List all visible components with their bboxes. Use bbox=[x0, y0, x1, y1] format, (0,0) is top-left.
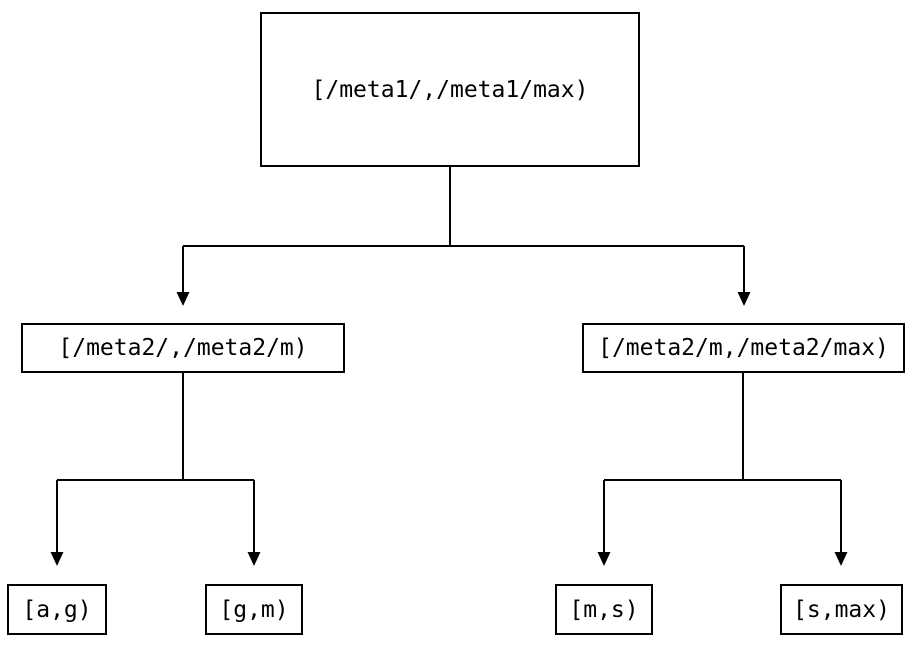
node-leaf-m-s: [m,s) bbox=[555, 584, 653, 635]
arrow-down-icon bbox=[597, 552, 611, 566]
node-label: [s,max) bbox=[793, 596, 890, 623]
edge-right-to-leaves bbox=[597, 373, 848, 566]
arrow-down-icon bbox=[247, 552, 261, 566]
node-label: [g,m) bbox=[219, 596, 289, 623]
node-label: [m,s) bbox=[569, 596, 639, 623]
arrow-down-icon bbox=[834, 552, 848, 566]
edge-line bbox=[603, 373, 842, 552]
edge-left-to-leaves bbox=[50, 373, 261, 566]
edge-line bbox=[182, 167, 745, 292]
node-leaf-g-m: [g,m) bbox=[205, 584, 303, 635]
node-root-meta1-range: [/meta1/,/meta1/max) bbox=[260, 12, 640, 167]
edge-root-to-children bbox=[176, 167, 751, 306]
node-meta2-low-range: [/meta2/,/meta2/m) bbox=[21, 323, 345, 373]
arrow-down-icon bbox=[176, 292, 190, 306]
node-label: [/meta2/m,/meta2/max) bbox=[598, 335, 889, 361]
arrow-down-icon bbox=[50, 552, 64, 566]
edge-line bbox=[56, 373, 255, 552]
node-label: [/meta2/,/meta2/m) bbox=[58, 335, 308, 361]
node-label: [a,g) bbox=[22, 596, 92, 623]
arrow-down-icon bbox=[737, 292, 751, 306]
node-leaf-s-max: [s,max) bbox=[780, 584, 903, 635]
node-label: [/meta1/,/meta1/max) bbox=[311, 76, 589, 103]
node-meta2-high-range: [/meta2/m,/meta2/max) bbox=[582, 323, 905, 373]
node-leaf-a-g: [a,g) bbox=[7, 584, 107, 635]
